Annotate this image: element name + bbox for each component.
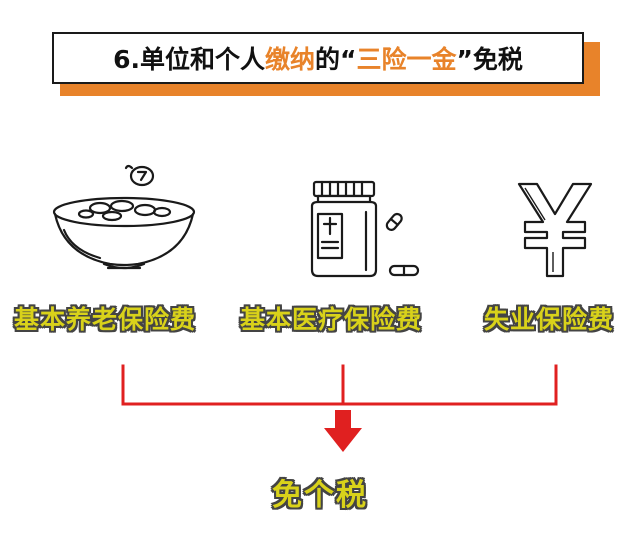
label-unemployment: 失业保险费 — [484, 305, 615, 334]
yen-icon — [517, 182, 593, 278]
medicine-bottle-icon — [310, 180, 420, 278]
page-title: 6.单位和个人缴纳的“三险一金”免税 — [52, 32, 584, 84]
down-arrow-icon — [324, 410, 362, 452]
bowl-coins-icon — [52, 164, 196, 270]
title-prefix: 6.单位和个人 — [113, 45, 265, 74]
title-suffix: ”免税 — [456, 45, 523, 74]
title-highlight-insurance: 三险一金 — [356, 45, 457, 74]
title-middle: 的“ — [315, 45, 357, 74]
result-label: 免个税 — [272, 478, 368, 513]
label-basic-medical: 基本医疗保险费 — [240, 305, 423, 334]
label-basic-pension: 基本养老保险费 — [14, 305, 197, 334]
title-highlight-pay: 缴纳 — [265, 45, 316, 74]
